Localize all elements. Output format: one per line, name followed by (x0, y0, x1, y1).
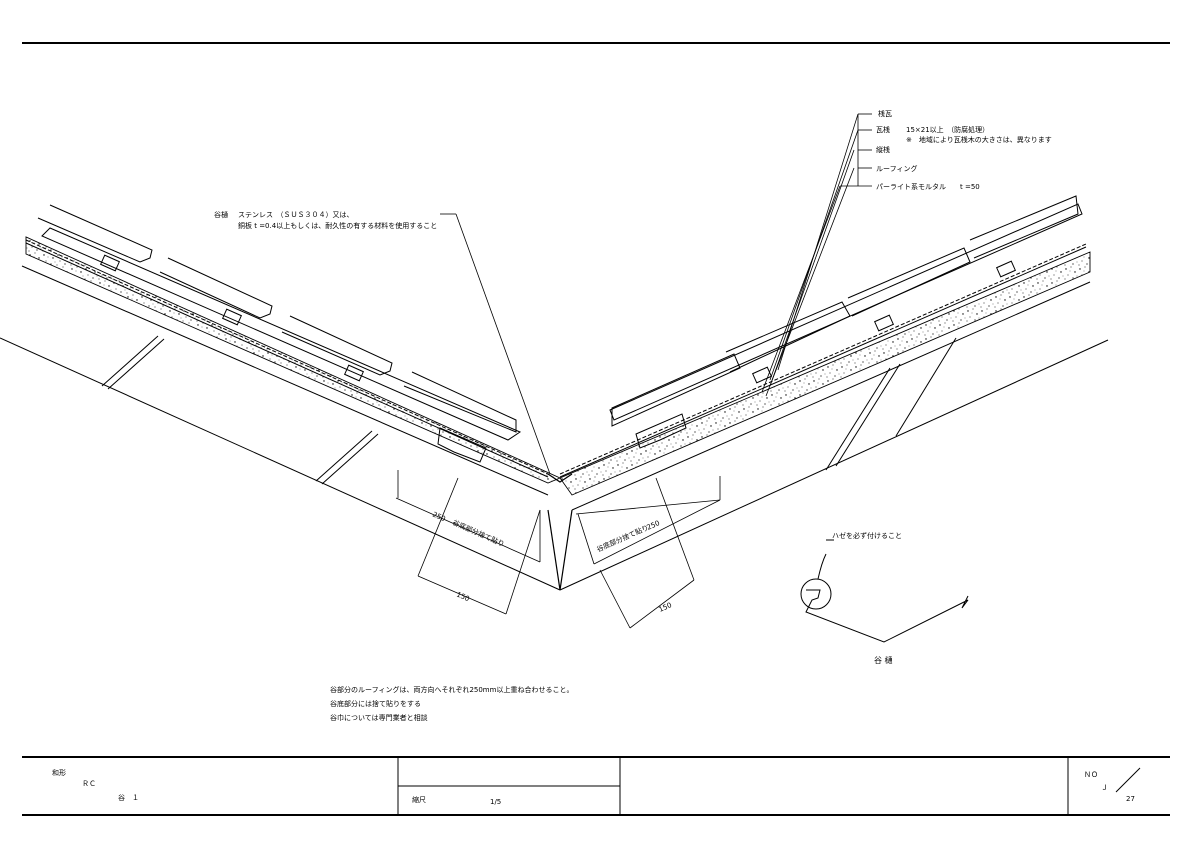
label-sankawara: 桟瓦 (878, 109, 892, 118)
label-kawarazan: 瓦桟 (876, 125, 890, 134)
label-mortar: パーライト系モルタル (876, 182, 946, 191)
dim-left-150: 150 (455, 591, 470, 604)
label-mortar-t: t =50 (960, 183, 980, 191)
title-block (22, 756, 1170, 816)
note-3: 谷巾については専門業者と相談 (330, 713, 428, 722)
label-roofing: ルーフィング (876, 164, 917, 173)
left-slab-bottom (0, 337, 561, 591)
left-roof-slope (0, 204, 562, 591)
scale-value: 1/5 (490, 798, 501, 806)
dim-right-250: 250 (646, 519, 661, 532)
label-valley-alt-material: 銅板 t =0.4以上もしくは、耐久性の有する材料を使用すること (238, 221, 437, 230)
leader-lines (440, 113, 872, 475)
label-tatezan: 縦桟 (876, 145, 890, 154)
label-valley-gutter: 谷樋 (214, 210, 228, 219)
title-part: 谷 １ (118, 793, 139, 802)
title-structure: ＲＣ (82, 780, 96, 788)
note-2: 谷底部分には捨て貼りをする (330, 699, 421, 708)
label-kawarazan-size: 15×21以上 （防腐処理） (906, 125, 989, 134)
dimension-lines (395, 470, 721, 629)
right-roof-slope (559, 195, 1109, 591)
left-slab-top (21, 265, 549, 496)
title-category: 和形 (52, 768, 66, 777)
label-valley-material: ステンレス （ＳＵＳ３０４）又は、 (238, 211, 354, 219)
gutter-section-detail (800, 539, 969, 643)
j-label: Ｊ (1101, 784, 1108, 792)
note-1: 谷部分のルーフィングは、両方向へそれぞれ250mm以上重ね合わせること。 (330, 685, 573, 694)
dim-left-250-label: 谷底部分捨て貼り (451, 518, 506, 549)
right-mortar-layer (559, 251, 1091, 496)
scale-label: 縮尺 (412, 795, 426, 804)
valley-gutter (547, 473, 573, 591)
right-slab-top (571, 281, 1091, 511)
dim-right-150: 150 (658, 601, 673, 614)
sheet-number: 27 (1126, 795, 1135, 803)
right-slab-bottom (559, 339, 1109, 591)
gutter-detail-title: 谷 樋 (874, 655, 893, 665)
label-kawarazan-note: ※ 地域により瓦桟木の大きさは、異なります (906, 135, 1052, 144)
no-label: ＮＯ (1084, 771, 1098, 779)
gutter-note: ハゼを必ず付けること (832, 531, 902, 540)
